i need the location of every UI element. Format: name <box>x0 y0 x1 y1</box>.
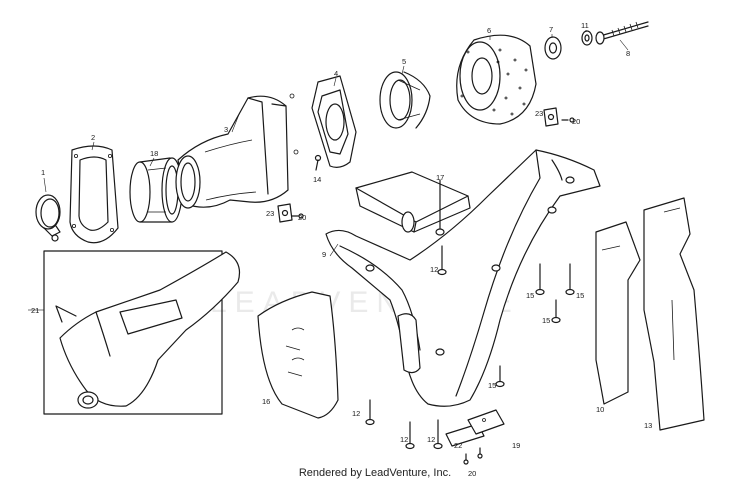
callout-8: 8 <box>626 49 630 58</box>
callout-14: 14 <box>313 175 321 184</box>
callout-12d: 12 <box>427 435 435 444</box>
part-15-bolt-a[interactable] <box>535 263 545 296</box>
callout-19: 19 <box>512 441 520 450</box>
part-15-bolt-d[interactable] <box>495 365 505 388</box>
part-15-bolt-b[interactable] <box>565 263 575 296</box>
callout-2: 2 <box>91 133 95 142</box>
callout-15c: 15 <box>542 316 550 325</box>
part-5-filter-cage[interactable] <box>379 71 431 129</box>
part-7-washer[interactable] <box>544 36 562 60</box>
inset-box <box>43 250 223 415</box>
part-10-side-cover[interactable] <box>595 221 641 405</box>
part-11-small-washer[interactable] <box>581 30 593 46</box>
part-14-screw[interactable] <box>314 154 322 171</box>
part-19-plate[interactable] <box>467 409 505 435</box>
part-12-bolt-c[interactable] <box>405 421 415 450</box>
part-15-bolt-c[interactable] <box>551 299 561 324</box>
callout-9: 9 <box>322 250 326 259</box>
part-12-bolt-d[interactable] <box>433 419 443 450</box>
callout-15a: 15 <box>526 291 534 300</box>
render-credit: Rendered by LeadVenture, Inc. <box>298 467 452 479</box>
callout-22: 22 <box>454 441 462 450</box>
callout-15d: 15 <box>488 381 496 390</box>
callout-18: 18 <box>150 149 158 158</box>
callout-17: 17 <box>436 173 444 182</box>
part-18-sleeve[interactable] <box>129 157 183 223</box>
part-20-screws[interactable] <box>463 447 483 465</box>
callout-6: 6 <box>487 26 491 35</box>
callout-3: 3 <box>224 125 228 134</box>
part-6-air-filter[interactable] <box>456 34 537 125</box>
callout-16: 16 <box>262 397 270 406</box>
callout-20a: 20 <box>572 117 580 126</box>
callout-15b: 15 <box>576 291 584 300</box>
part-1-hose-clamp[interactable] <box>35 194 61 242</box>
part-12-bolt-b[interactable] <box>365 399 375 426</box>
part-3-intake-duct[interactable] <box>175 95 289 209</box>
part-2-gasket[interactable] <box>69 145 119 244</box>
part-13-outer-cover[interactable] <box>643 197 705 431</box>
callout-10: 10 <box>596 405 604 414</box>
callout-20c: 20 <box>468 469 476 478</box>
part-8-long-bolt[interactable] <box>595 21 649 45</box>
callout-7: 7 <box>549 25 553 34</box>
part-4-plate[interactable] <box>289 75 357 168</box>
callout-leaders <box>28 30 629 311</box>
part-23-bracket-upper[interactable] <box>543 107 575 127</box>
callout-12c: 12 <box>400 435 408 444</box>
part-21-airbox-assembly[interactable] <box>55 251 241 409</box>
callout-20b: 20 <box>298 213 306 222</box>
callout-11: 11 <box>581 21 589 30</box>
callout-23b: 23 <box>266 209 274 218</box>
part-17-tray[interactable] <box>355 171 471 233</box>
callout-5: 5 <box>402 57 406 66</box>
part-9-airbox-housing[interactable] <box>325 149 601 407</box>
part-16-side-panel[interactable] <box>257 291 339 419</box>
callout-23a: 23 <box>535 109 543 118</box>
callout-4: 4 <box>334 69 338 78</box>
part-12-bolt-a[interactable] <box>437 245 447 276</box>
callout-1: 1 <box>41 168 45 177</box>
callout-21: 21 <box>31 306 39 315</box>
filter-foam-texture <box>460 48 528 116</box>
callout-12b: 12 <box>352 409 360 418</box>
callout-12a: 12 <box>430 265 438 274</box>
callout-13: 13 <box>644 421 652 430</box>
part-23-bracket-lower[interactable] <box>277 203 304 223</box>
